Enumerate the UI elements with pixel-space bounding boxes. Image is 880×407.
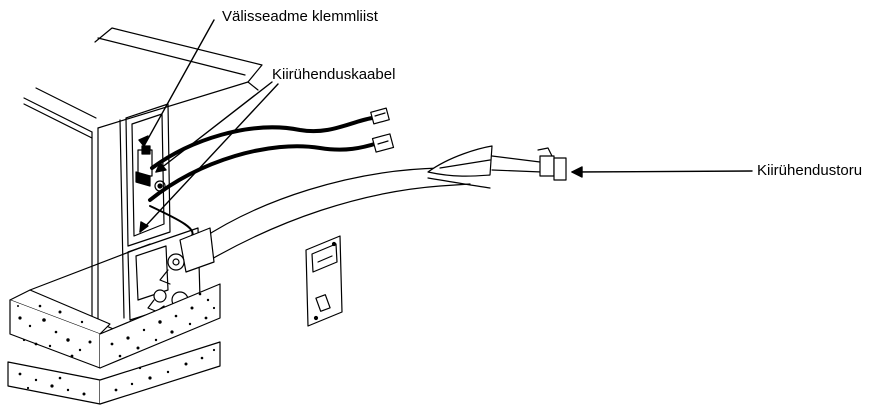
label-terminal-block: Välisseadme klemmliist: [222, 8, 378, 25]
wall-switch: [305, 235, 343, 327]
concrete-base: [7, 243, 221, 405]
label-connection-pipe: Kiirühendustoru: [757, 162, 863, 179]
terminal-block: [135, 145, 166, 192]
label-connection-cable: Kiirühenduskaabel: [272, 66, 396, 83]
leader-lines: [138, 19, 753, 233]
connection-pipe: [199, 145, 567, 261]
connection-cable: [148, 116, 380, 239]
cable-plug-bottom: [371, 133, 395, 153]
cable-plug-top: [370, 107, 390, 125]
